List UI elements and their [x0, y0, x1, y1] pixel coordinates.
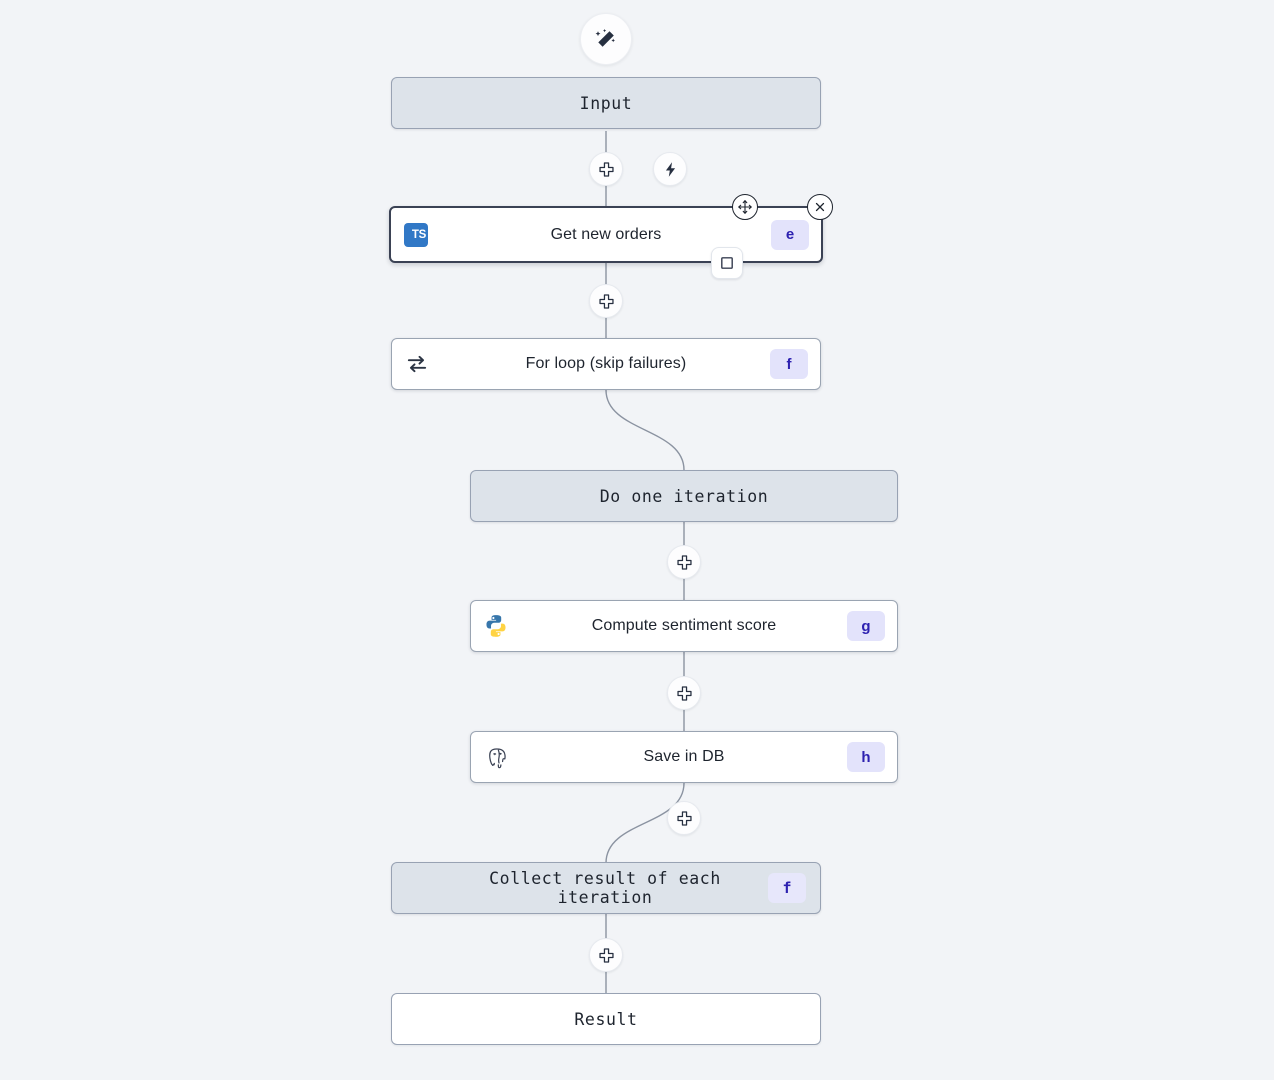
node-for-loop-label: For loop (skip failures): [525, 355, 687, 372]
insert-node-button-after-compute-sentiment-score[interactable]: [667, 676, 701, 710]
node-close-button[interactable]: [807, 194, 833, 220]
node-move-handle[interactable]: [732, 194, 758, 220]
insert-node-button-after-get-new-orders[interactable]: [589, 284, 623, 318]
plus-icon: [676, 810, 692, 826]
square-icon: [721, 257, 733, 269]
node-for-loop[interactable]: For loop (skip failures) f: [391, 338, 821, 390]
node-do-one-iteration[interactable]: Do one iteration: [470, 470, 898, 522]
plus-icon: [598, 293, 614, 309]
close-x-icon: [815, 202, 825, 212]
node-collect-result-label: Collect result of each iteration: [489, 869, 721, 907]
plus-icon: [676, 554, 692, 570]
node-for-loop-badge: f: [770, 349, 808, 379]
insert-node-button-after-save-in-db[interactable]: [667, 801, 701, 835]
node-collect-result-badge: f: [768, 873, 806, 903]
node-compute-sentiment-score-label: Compute sentiment score: [591, 617, 777, 634]
node-get-new-orders-label: Get new orders: [550, 225, 662, 243]
trigger-button[interactable]: [653, 152, 687, 186]
node-square-button[interactable]: [711, 247, 743, 279]
node-result[interactable]: Result: [391, 993, 821, 1045]
magic-wand-button[interactable]: [580, 13, 632, 65]
lightning-bolt-icon: [665, 161, 675, 177]
insert-node-button-after-collect-result[interactable]: [589, 938, 623, 972]
node-collect-result[interactable]: Collect result of each iteration f: [391, 862, 821, 914]
node-save-in-db[interactable]: Save in DB h: [470, 731, 898, 783]
node-do-one-iteration-label: Do one iteration: [599, 486, 769, 506]
node-compute-sentiment-score[interactable]: Compute sentiment score g: [470, 600, 898, 652]
node-result-label: Result: [574, 1009, 638, 1029]
typescript-icon: TS: [391, 222, 441, 247]
plus-icon: [598, 947, 614, 963]
plus-icon: [598, 161, 614, 177]
node-save-in-db-label: Save in DB: [643, 748, 725, 765]
node-input-label: Input: [579, 93, 633, 113]
move-arrows-icon: [738, 200, 752, 214]
insert-node-button-after-input[interactable]: [589, 152, 623, 186]
node-get-new-orders[interactable]: TS Get new orders e: [389, 206, 823, 263]
insert-node-button-after-do-one-iteration[interactable]: [667, 545, 701, 579]
node-input[interactable]: Input: [391, 77, 821, 129]
node-get-new-orders-badge: e: [771, 219, 809, 250]
node-compute-sentiment-score-badge: g: [847, 611, 885, 641]
python-icon: [471, 613, 521, 639]
node-save-in-db-badge: h: [847, 742, 885, 772]
loop-icon: [392, 351, 442, 377]
magic-wand-icon: [595, 29, 615, 47]
postgres-icon: [471, 744, 521, 771]
plus-icon: [676, 685, 692, 701]
